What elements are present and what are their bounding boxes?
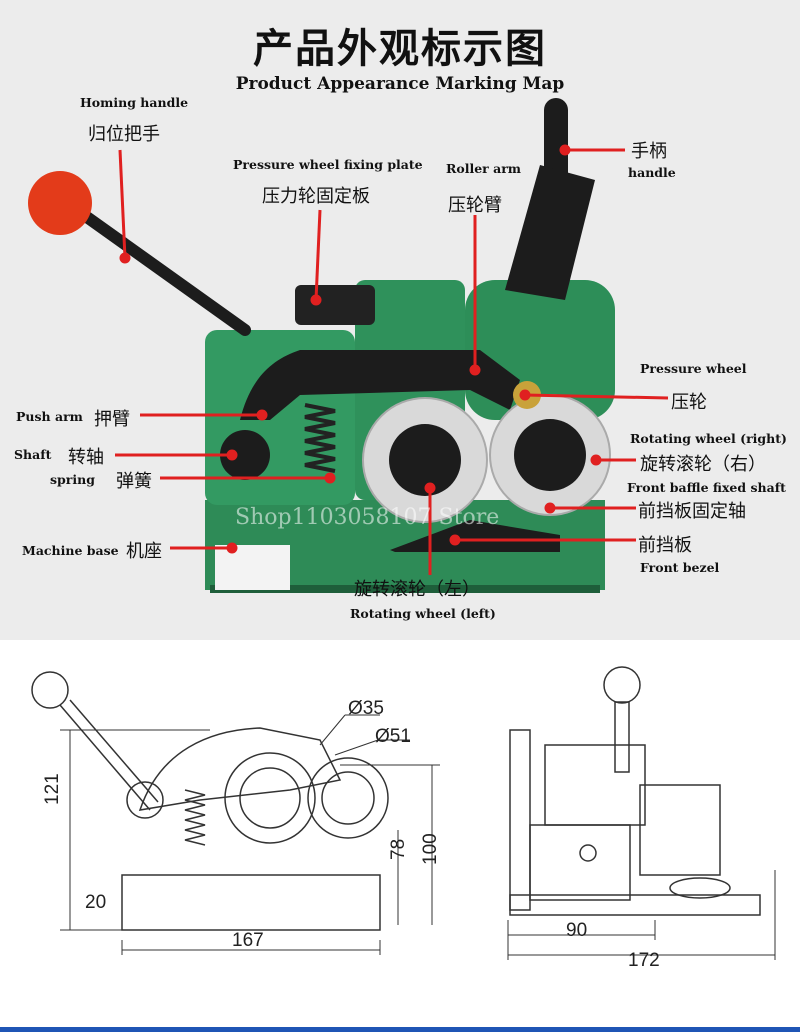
label-machine-base-cn: 机座 [126,541,162,562]
dim-d35: Ø35 [348,698,384,719]
label-rot-left-cn: 旋转滚轮（左） [354,579,480,600]
dim-h20: 20 [85,892,107,913]
dim-w167: 167 [232,930,264,951]
label-pressure-wheel-cn: 压轮 [671,392,707,413]
homing-handle-rod [64,199,251,336]
dim-h100: 100 [420,833,441,865]
label-rot-right-cn: 旋转滚轮（右） [640,454,766,475]
label-handle-cn: 手柄 [631,141,667,162]
pressure-plate-shape [295,285,375,325]
label-spring-cn: 弹簧 [116,471,152,492]
label-push-arm-en: Push arm [16,409,83,424]
dimension-lines [60,714,776,960]
label-front-bezel-cn: 前挡板 [638,535,692,556]
technical-drawing-panel: Ø35 Ø51 121 20 167 78 100 90 172 [0,640,800,1032]
dim-w172: 172 [628,950,660,971]
label-pressure-wheel-en: Pressure wheel [640,361,747,376]
spring-shape [304,403,336,473]
label-roller-arm-en: Roller arm [446,161,522,176]
drawing-base [121,874,381,931]
front-bezel-shape [390,520,560,552]
label-baffle-shaft-en: Front baffle fixed shaft [627,480,786,495]
label-rot-left-en: Rotating wheel (left) [350,606,496,621]
label-machine-base-en: Machine base [22,543,119,558]
label-front-bezel-en: Front bezel [640,560,720,575]
nameplate [215,545,290,590]
label-rot-right-en: Rotating wheel (right) [630,431,787,446]
label-shaft-en: Shaft [14,447,52,462]
watermark: Shop1103058107 Store [235,505,500,530]
label-push-arm-cn: 押臂 [94,409,130,430]
product-photo-panel: 产品外观标示图 Product Appearance Marking Map H… [0,0,800,640]
label-homing-handle-cn: 归位把手 [88,124,160,145]
dim-w90: 90 [566,920,588,941]
machine-illustration [28,98,669,593]
pointer-lines [115,144,669,575]
dim-d51: Ø51 [375,726,411,747]
title-cn: 产品外观标示图 [253,26,547,72]
push-arm-shape [240,350,520,420]
accent-bar [0,1027,800,1032]
dim-h78: 78 [388,838,409,860]
label-shaft-cn: 转轴 [68,447,104,468]
title-en: Product Appearance Marking Map [235,74,565,94]
label-pressure-plate-en: Pressure wheel fixing plate [233,157,423,172]
dim-h121: 121 [42,773,63,805]
label-pressure-plate-cn: 压力轮固定板 [262,186,370,207]
label-handle-en: handle [628,165,676,180]
dimension-drawings [31,666,776,960]
label-homing-handle-en: Homing handle [80,95,189,110]
label-roller-arm-cn: 压轮臂 [448,195,502,216]
drawing-knob [31,671,69,709]
handle-arm [505,165,595,300]
homing-handle-knob [28,171,92,235]
shaft-shape [220,430,270,480]
label-baffle-shaft-cn: 前挡板固定轴 [638,501,746,522]
label-spring-en: spring [50,472,95,487]
